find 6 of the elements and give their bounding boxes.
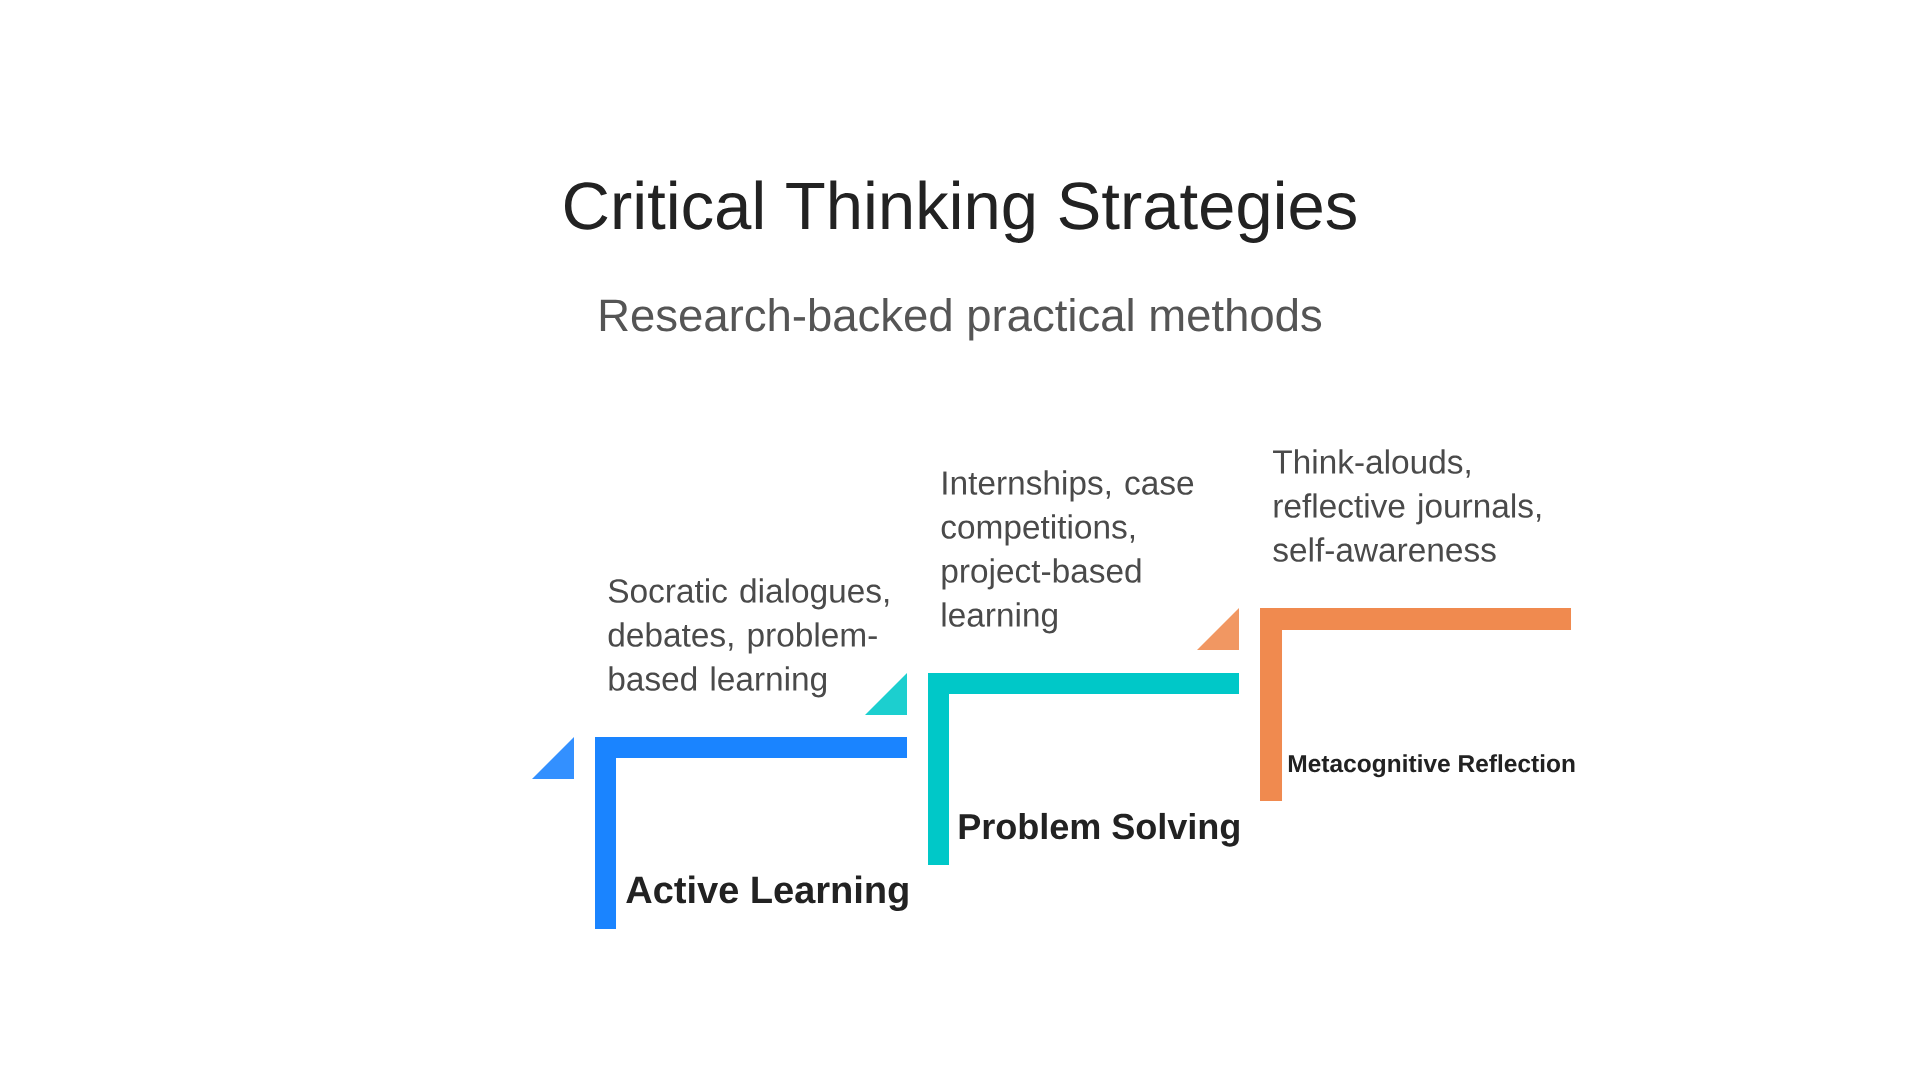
stair-step: Active Learning xyxy=(532,737,908,929)
title: Critical Thinking Strategies xyxy=(565,180,1356,243)
step-description: Internships, case competitions, project-based learning xyxy=(941,470,1194,634)
subtitle: Research-backed practical methods xyxy=(600,298,1322,341)
stair-step: Problem Solving xyxy=(865,673,1239,865)
step-description: Think-alouds, reflective journals, self-awareness xyxy=(1273,449,1541,562)
